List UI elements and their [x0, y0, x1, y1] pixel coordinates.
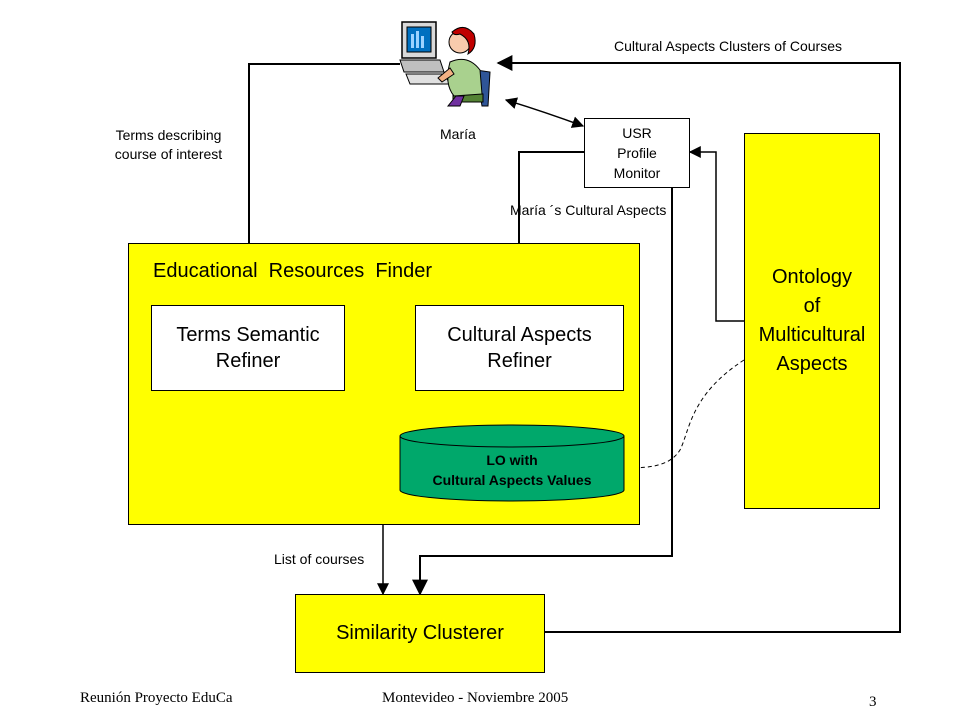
list-of-courses-label: List of courses: [274, 551, 365, 567]
marias-cultural-aspects-label: María ´s Cultural Aspects: [510, 202, 667, 218]
terms-describing-label: Terms describing course of interest: [114, 127, 223, 162]
finder-title: Educational Resources Finder: [153, 260, 433, 282]
ontology-box[interactable]: Ontology of Multicultural Aspects: [744, 133, 880, 509]
ontology-monitor-arrow: [688, 146, 744, 322]
cultural-aspects-refiner-box[interactable]: Cultural Aspects Refiner: [415, 305, 624, 391]
similarity-clusterer-label: Similarity Clusterer: [336, 622, 504, 644]
page-number: 3: [869, 694, 877, 710]
ontology-lo-dashed-arrow: [625, 359, 745, 472]
cultural-aspects-refiner-label: Cultural Aspects Refiner: [447, 324, 592, 372]
cylinder-shape: [399, 424, 625, 502]
ontology-label: Ontology of Multicultural Aspects: [758, 266, 866, 375]
footer-center-text: Montevideo - Noviembre 2005: [382, 690, 569, 706]
maria-label: María: [440, 126, 476, 142]
terms-semantic-refiner-label: Terms Semantic Refiner: [176, 324, 320, 372]
clusters-of-courses-label: Cultural Aspects Clusters of Courses: [614, 38, 842, 54]
maria-monitor-curve: [504, 97, 585, 128]
lo-database-cylinder[interactable]: LO with Cultural Aspects Values: [399, 424, 625, 502]
terms-semantic-refiner-box[interactable]: Terms Semantic Refiner: [151, 305, 345, 391]
monitor-clusterer-arrow: [412, 188, 673, 596]
user-at-computer-icon: [398, 14, 498, 110]
clusters-return-arrow: [496, 55, 901, 633]
lo-database-label: LO with Cultural Aspects Values: [432, 452, 592, 488]
footer-left-text: Reunión Proyecto EduCa: [80, 690, 233, 706]
usr-profile-monitor-label: USR Profile Monitor: [613, 125, 661, 181]
usr-profile-monitor-box[interactable]: USR Profile Monitor: [584, 118, 690, 188]
terms-query-arrow: [241, 63, 400, 307]
similarity-clusterer-box[interactable]: Similarity Clusterer: [295, 594, 545, 673]
